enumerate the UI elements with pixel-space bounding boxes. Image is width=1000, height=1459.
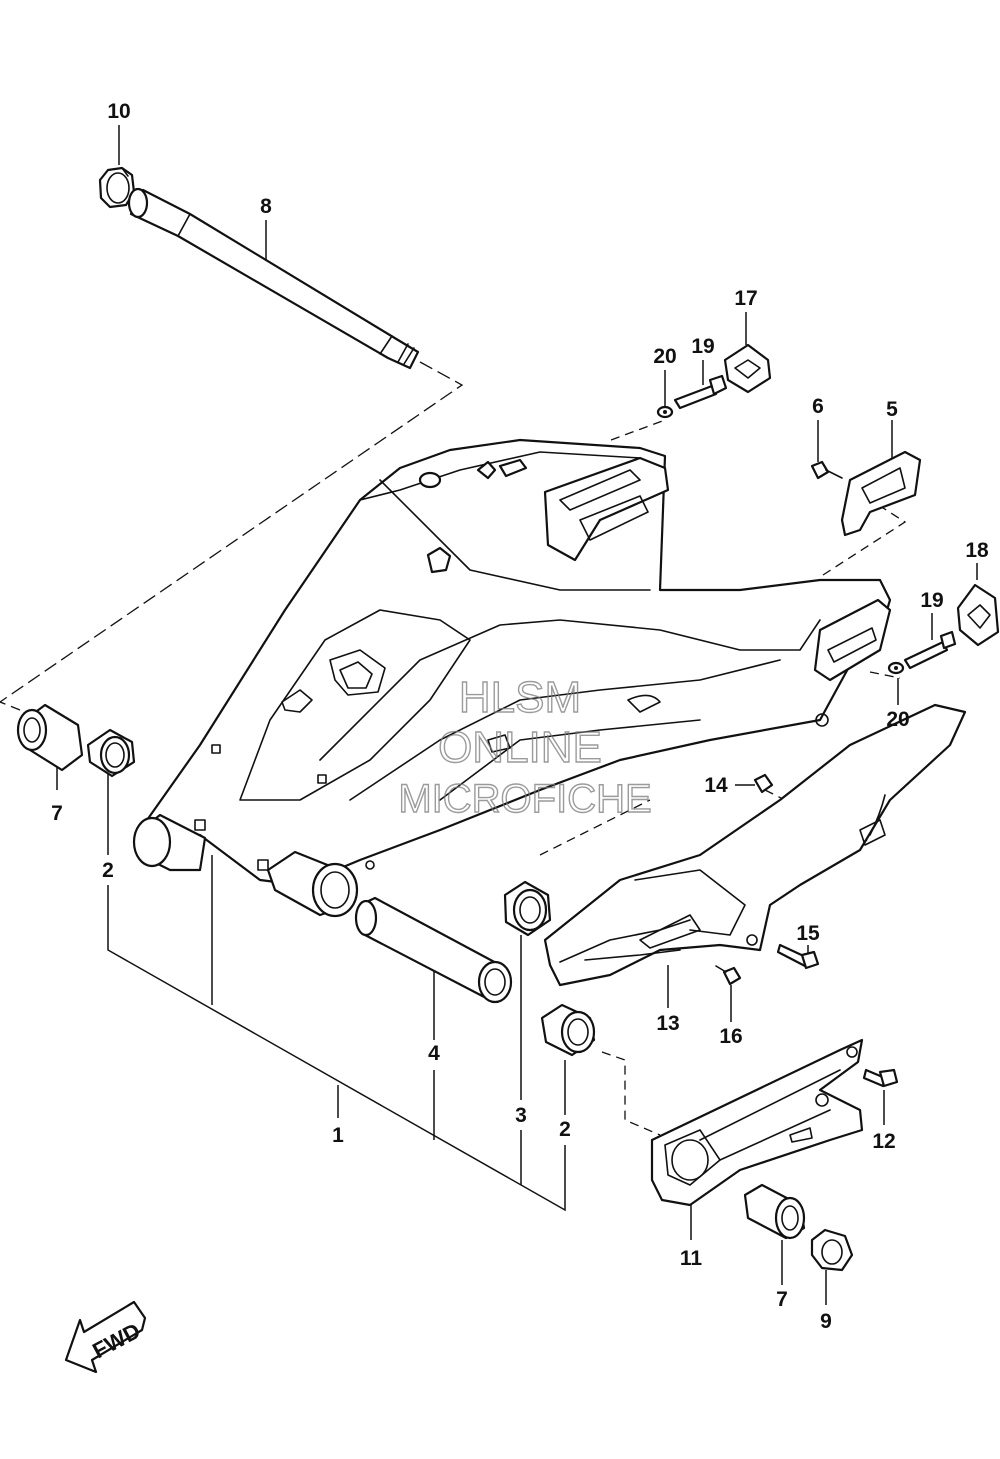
callout-20-top: 20 — [653, 345, 676, 368]
bolt-6 — [810, 460, 843, 480]
bolt-19-right — [903, 630, 957, 670]
bolt-19-top — [673, 374, 728, 410]
callout-6: 6 — [812, 395, 824, 418]
bearing-2-right — [540, 1003, 596, 1057]
nut-10 — [98, 166, 136, 209]
callout-7-left: 7 — [51, 802, 63, 825]
bolt-12 — [862, 1068, 899, 1088]
callout-10: 10 — [107, 100, 130, 123]
callout-2-left: 2 — [102, 859, 114, 882]
callout-8: 8 — [260, 195, 272, 218]
watermark-line-2: ONLINE — [438, 723, 602, 772]
callout-12: 12 — [872, 1130, 895, 1153]
leader-lines — [0, 125, 978, 1305]
callout-15: 15 — [796, 922, 820, 945]
callout-7-right: 7 — [776, 1288, 788, 1311]
adjuster-block-18 — [956, 583, 1000, 647]
callout-3: 3 — [515, 1104, 527, 1127]
callout-5: 5 — [886, 398, 898, 421]
callout-1: 1 — [332, 1124, 344, 1147]
washer-20-right — [887, 661, 905, 675]
collar-7-left — [16, 703, 84, 772]
pivot-axle-8 — [127, 187, 420, 370]
callout-19-right: 19 — [920, 589, 943, 612]
bolt-14 — [753, 773, 774, 794]
callout-9: 9 — [820, 1310, 832, 1333]
callout-20-right: 20 — [886, 708, 909, 731]
watermark-line-3: MICROFICHE — [398, 777, 651, 821]
callout-labels: 10 8 17 20 19 6 5 18 19 20 14 7 2 15 13 … — [51, 100, 989, 1333]
chain-adjuster-plate-5 — [840, 450, 922, 537]
swingarm-1 — [132, 438, 892, 918]
adjuster-block-17 — [723, 343, 772, 394]
callout-17: 17 — [734, 287, 757, 310]
bearing-2-left — [86, 728, 136, 778]
callout-16: 16 — [719, 1025, 742, 1048]
chain-cover-13 — [543, 703, 967, 987]
washer-20-top — [656, 405, 674, 419]
callout-4: 4 — [428, 1042, 440, 1065]
callout-18: 18 — [965, 539, 989, 562]
fwd-arrow-icon: FWD — [64, 1300, 147, 1374]
callout-11: 11 — [680, 1247, 703, 1270]
bolt-15 — [776, 943, 820, 970]
collar-7-right — [743, 1183, 806, 1240]
callout-13: 13 — [656, 1012, 679, 1035]
watermark: HLSM ONLINE MICROFICHE — [398, 672, 653, 821]
pivot-collar-4 — [354, 896, 513, 1004]
callout-14: 14 — [704, 774, 728, 797]
watermark-line-1: HLSM — [459, 673, 581, 722]
bearing-3 — [503, 880, 552, 937]
bolt-16 — [715, 965, 742, 986]
nut-9 — [810, 1228, 854, 1272]
callout-19-top: 19 — [691, 335, 714, 358]
chain-guide-11 — [650, 1038, 864, 1207]
callout-2-right: 2 — [559, 1118, 571, 1141]
